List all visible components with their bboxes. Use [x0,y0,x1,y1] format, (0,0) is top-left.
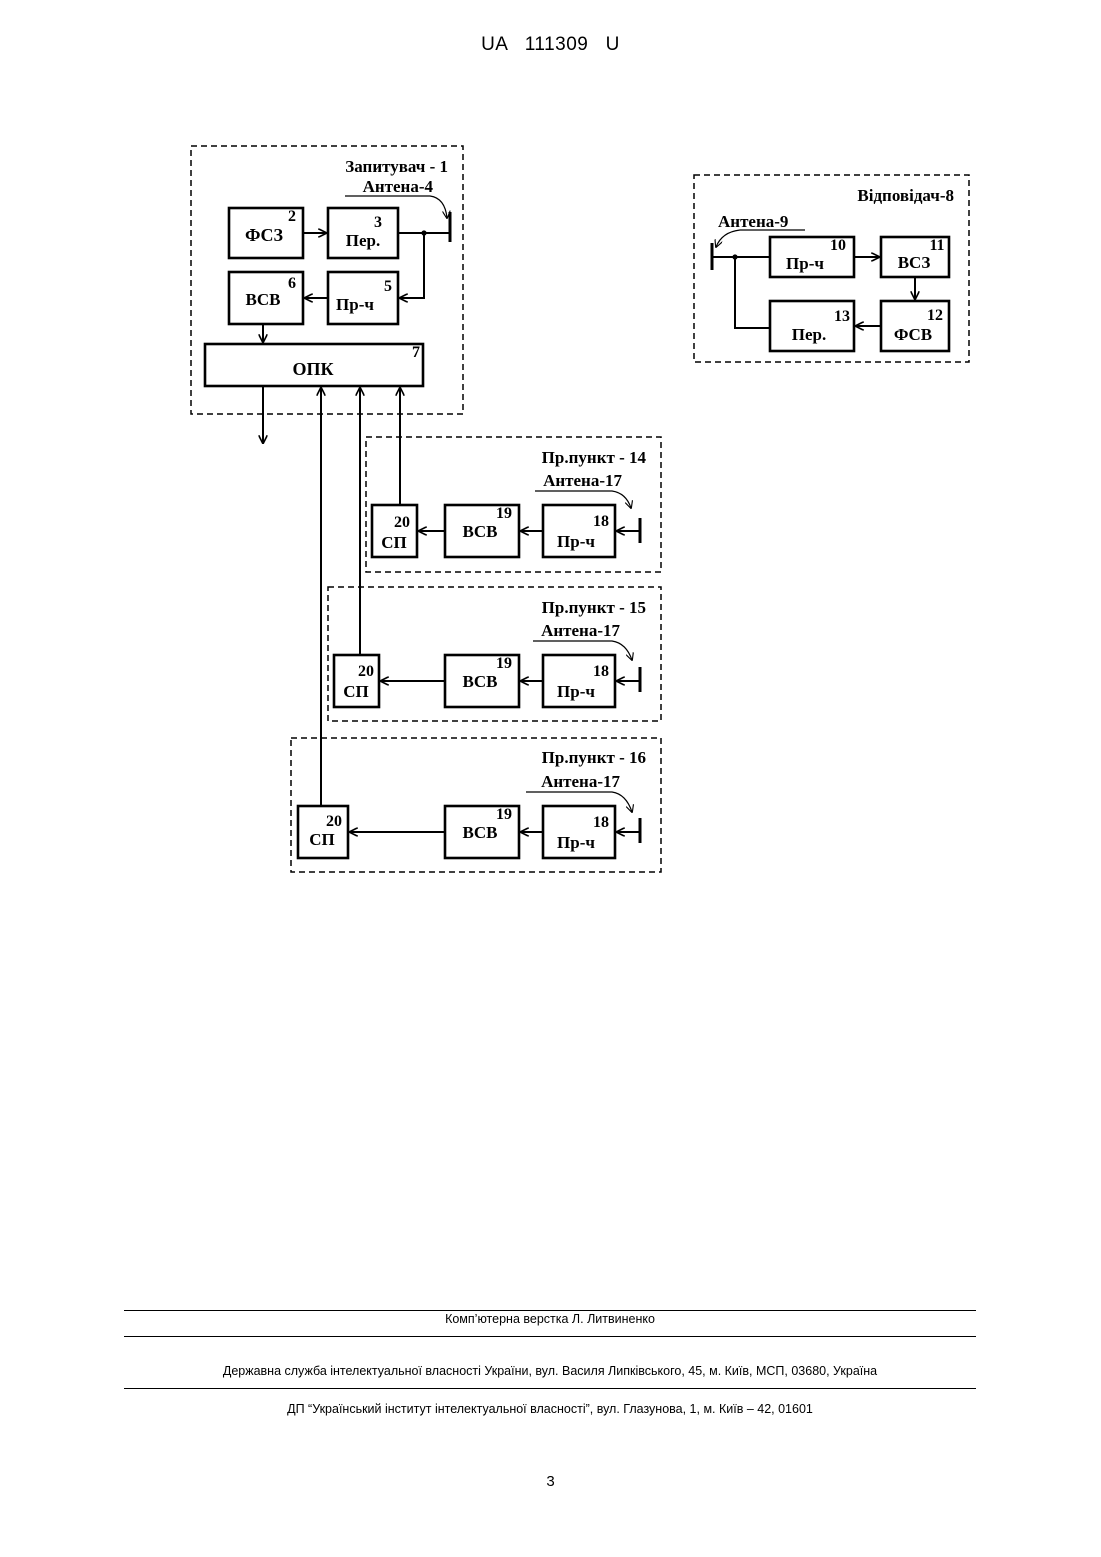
point-14-vsv-number: 19 [496,505,512,522]
point-16-antenna-label: Антена-17 [541,772,620,791]
point-14-antenna-label: Антена-17 [543,471,622,490]
point-15-vsv-number: 19 [496,655,512,672]
interrogator-title: Запитувач - 1 [345,157,448,176]
point-15-antenna-pointer [533,641,632,660]
transmitter-block-number: 3 [374,214,382,231]
receiver-block-label: Пр-ч [336,295,374,314]
vsv-block-number: 6 [288,275,296,292]
layout-credit: Комп’ютерна верстка Л. Литвиненко [124,1312,976,1326]
interrogator-group: Запитувач - 1 Антена-4 ФСЗ 2 Пер. 3 Пр-ч… [191,146,463,443]
institute-address: ДП “Український інститут інтелектуальної… [124,1402,976,1416]
point-15-receiver-number: 18 [593,663,609,680]
point-15-vsv-label: ВСВ [463,672,498,691]
receiving-point-14: Пр.пункт - 14 Антена-17 СП 20 ВСВ 19 Пр-… [366,388,661,572]
responder-transmitter-number: 13 [834,308,850,325]
fsz-block-label: ФСЗ [245,225,283,245]
point-16-receiver-number: 18 [593,814,609,831]
point-14-title: Пр.пункт - 14 [542,448,647,467]
point-16-title: Пр.пункт - 16 [542,748,646,767]
receiver-block-number: 5 [384,278,392,295]
point-14-sp-number: 20 [394,514,410,531]
point-14-vsv-label: ВСВ [463,522,498,541]
point-15-sp-number: 20 [358,663,374,680]
interrogator-antenna-label: Антена-4 [363,177,434,196]
office-address: Державна служба інтелектуальної власност… [124,1364,976,1378]
vsv-block-label: ВСВ [246,290,281,309]
point-16-sp-number: 20 [326,813,342,830]
point-14-sp-label: СП [381,533,407,552]
vsz-block-number: 11 [929,237,944,254]
opk-block-number: 7 [412,344,420,361]
point-15-antenna-label: Антена-17 [541,621,620,640]
point-15-receiver-label: Пр-ч [557,682,595,701]
page-number: 3 [0,1473,1101,1490]
responder-transmitter-label: Пер. [792,325,826,344]
fsv-block-label: ФСВ [894,325,932,344]
fsv-block-number: 12 [927,307,943,324]
transmitter-block-label: Пер. [346,231,380,250]
point-15-title: Пр.пункт - 15 [542,598,646,617]
transmitter-to-antenna-9-line [735,257,770,328]
vsz-block-label: ВСЗ [898,253,931,272]
responder-group: Відповідач-8 Антена-9 Пр-ч 10 ВСЗ 11 ФСВ… [694,175,969,362]
responder-antenna-label: Антена-9 [718,212,788,231]
receiving-point-15: Пр.пункт - 15 Антена-17 СП 20 ВСВ 19 Пр-… [328,388,661,721]
footer-rule-middle [124,1336,976,1337]
block-diagram: Запитувач - 1 Антена-4 ФСЗ 2 Пер. 3 Пр-ч… [0,0,1101,900]
point-15-sp-label: СП [343,682,369,701]
antenna-to-receiver-arrow [400,233,424,298]
point-16-receiver-label: Пр-ч [557,833,595,852]
responder-receiver-number: 10 [830,237,846,254]
responder-title: Відповідач-8 [857,186,954,205]
antenna-9-pointer [716,230,805,247]
opk-block-label: ОПК [292,359,333,379]
footer-rule-top [124,1310,976,1311]
point-16-vsv-number: 19 [496,806,512,823]
point-16-vsv-label: ВСВ [463,823,498,842]
responder-receiver-label: Пр-ч [786,254,824,273]
point-16-sp-label: СП [309,830,335,849]
point-14-receiver-number: 18 [593,513,609,530]
footer-rule-bottom [124,1388,976,1389]
fsz-block-number: 2 [288,208,296,225]
point-14-receiver-label: Пр-ч [557,532,595,551]
